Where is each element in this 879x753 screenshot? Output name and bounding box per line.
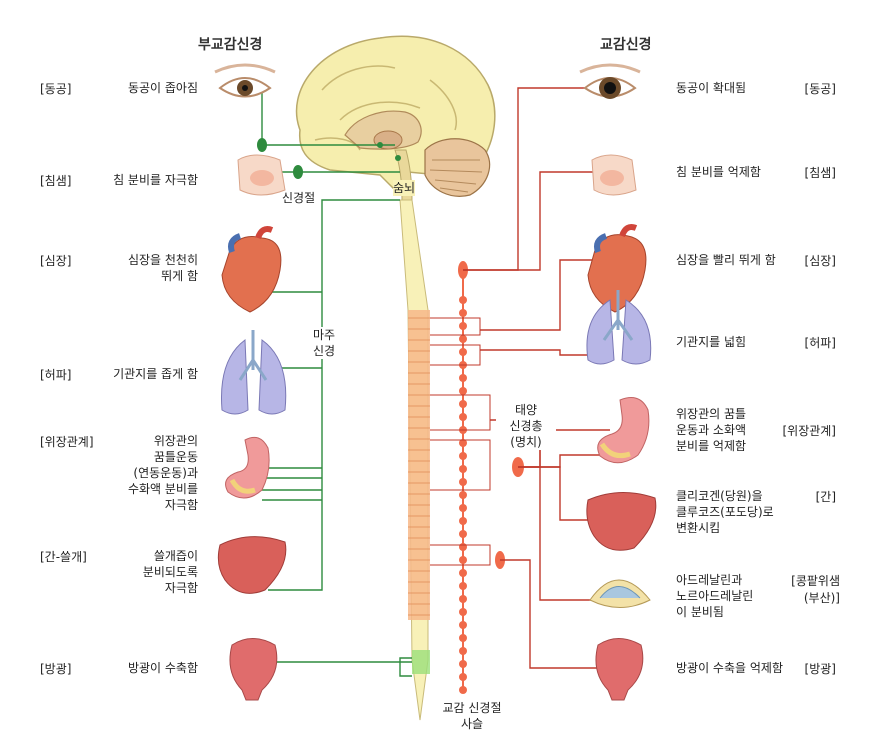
right-lungs-icon	[586, 290, 652, 365]
chain-ganglion-node	[459, 582, 467, 590]
left-effect-bladder: 방광이 수축함	[127, 661, 198, 675]
solar-plexus-label: 태양 신경총 (명치)	[496, 402, 556, 450]
right-heart-icon	[587, 224, 647, 313]
right-category-lungs: [허파]	[804, 336, 836, 350]
right-effect-adrenal: 아드레날린과 노르아드레날린 이 분비됨	[676, 573, 754, 619]
left-category-salivary: [침샘]	[40, 174, 72, 188]
spinal-cord	[399, 199, 430, 721]
left-category-heart: [심장]	[40, 254, 72, 268]
sympathetic-header: 교감신경	[600, 37, 652, 53]
right-effect-bladder: 방광이 수축을 억제함	[676, 661, 783, 675]
chain-ganglion-node	[459, 647, 467, 655]
chain-ganglion-node	[459, 634, 467, 642]
left-effect-liver: 쓸개즙이 분비되도록 자극함	[142, 549, 198, 595]
left-organs	[214, 63, 287, 701]
chain-ganglion-node	[459, 478, 467, 486]
chain-ganglion-node	[459, 660, 467, 668]
right-effect-heart: 심장을 빨리 뛰게 함	[676, 253, 776, 267]
chain-ganglion-node	[459, 465, 467, 473]
left-effect-lungs: 기관지를 좁게 함	[113, 367, 198, 381]
right-effect-liver: 클리코겐(당원)을 클루코즈(포도당)로 변환시킴	[676, 489, 774, 535]
spine-chain-connectors	[430, 317, 491, 566]
right-organs	[579, 63, 657, 701]
vagus-nerve-label: 마주 신경	[304, 327, 344, 359]
right-category-pupil: [동공]	[804, 82, 836, 96]
sacral-segment	[412, 650, 430, 674]
right-effect-gi: 위장관의 꿈틀 운동과 소화액 분비를 억제함	[676, 407, 747, 453]
right-eye-icon	[579, 63, 641, 99]
right-category-salivary: [침샘]	[804, 166, 836, 180]
right-category-adrenal: [콩팥위샘 (부산)]	[791, 574, 840, 605]
chain-ganglion-node	[459, 504, 467, 512]
left-effect-gi: 위장관의 꿈틀운동 (연동운동)과 수화액 분비를 자극함	[127, 434, 198, 512]
brain-illustration	[295, 35, 496, 201]
chain-ganglion-node	[459, 517, 467, 525]
chain-ganglion-node	[459, 686, 467, 694]
chain-ganglion-node	[459, 335, 467, 343]
chain-ganglion-node	[459, 608, 467, 616]
chain-ganglion-node	[459, 374, 467, 382]
chain-ganglion-node	[459, 530, 467, 538]
chain-ganglion-node	[459, 595, 467, 603]
left-category-liver: [간-쓸개]	[40, 550, 87, 564]
right-effect-pupil: 동공이 확대됨	[676, 81, 747, 95]
right-salivary-icon	[591, 154, 637, 196]
chain-ganglion-node	[459, 491, 467, 499]
chain-ganglion-node	[459, 348, 467, 356]
left-category-lungs: [허파]	[40, 368, 72, 382]
left-stomach-icon	[225, 436, 270, 499]
chain-ganglion-node	[459, 452, 467, 460]
left-eye-icon	[214, 63, 276, 98]
chain-ganglion-node	[459, 543, 467, 551]
parasympathetic-ganglia	[257, 138, 401, 191]
sympathetic-chain	[458, 261, 524, 694]
chain-ganglion-node	[459, 413, 467, 421]
left-lungs-icon	[220, 330, 287, 415]
left-salivary-icon	[237, 154, 286, 196]
chain-ganglion-node	[459, 400, 467, 408]
right-stomach-icon	[597, 397, 650, 464]
left-effect-pupil: 동공이 좁아짐	[127, 81, 198, 95]
chain-ganglion-node	[459, 569, 467, 577]
chain-ganglion-node	[459, 387, 467, 395]
chain-ganglion-node	[459, 621, 467, 629]
left-bladder-icon	[229, 638, 278, 701]
chain-ganglion-node	[459, 556, 467, 564]
left-effect-salivary: 침 분비를 자극함	[113, 173, 198, 187]
right-category-gi: [위장관계]	[782, 424, 836, 438]
right-category-bladder: [방광]	[804, 662, 836, 676]
left-heart-icon	[221, 226, 282, 313]
right-category-liver: [간]	[815, 490, 836, 504]
chain-ganglion-node	[459, 309, 467, 317]
right-effect-salivary: 침 분비를 억제함	[676, 165, 761, 179]
left-category-bladder: [방광]	[40, 662, 72, 676]
brainstem-label: 숨뇌	[393, 180, 416, 196]
left-category-pupil: [동공]	[40, 82, 72, 96]
chain-ganglion-node	[459, 296, 467, 304]
left-effect-heart: 심장을 천천히 뛰게 함	[127, 253, 198, 283]
chain-ganglion-node	[459, 673, 467, 681]
right-liver-icon	[586, 491, 657, 551]
right-effect-lungs: 기관지를 넓힘	[676, 335, 747, 349]
sympathetic-chain-label: 교감 신경절 사슬	[442, 701, 502, 731]
left-category-gi: [위장관계]	[40, 435, 94, 449]
chain-ganglion-node	[459, 322, 467, 330]
right-bladder-icon	[595, 638, 644, 701]
right-category-heart: [심장]	[804, 254, 836, 268]
chain-ganglion-node	[459, 439, 467, 447]
parasympathetic-header: 부교감신경	[198, 37, 263, 53]
left-liver-icon	[217, 536, 287, 594]
ganglion-label: 신경절	[282, 191, 316, 205]
right-adrenal-icon	[589, 579, 651, 608]
